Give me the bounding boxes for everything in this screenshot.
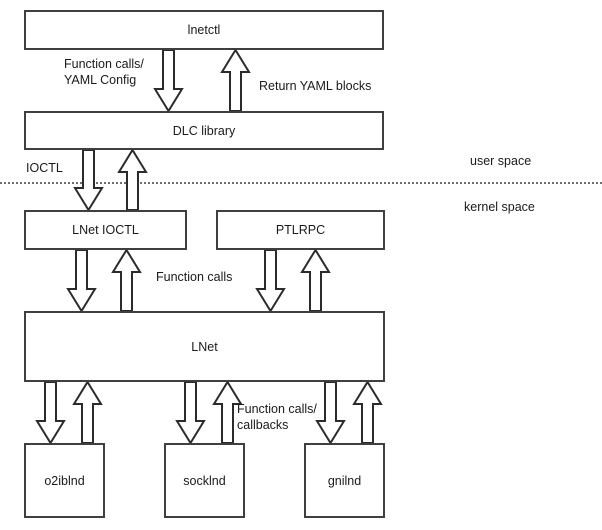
node-label: socklnd — [183, 473, 226, 488]
node-lnet[interactable]: LNet — [24, 311, 385, 382]
arrow-lnetctl-to-dlclibrary — [153, 49, 184, 113]
node-lnetctl[interactable]: lnetctl — [24, 10, 384, 50]
node-label: DLC library — [172, 123, 236, 138]
user-kernel-space-divider — [0, 182, 602, 184]
edge-label-function-calls-callbacks: Function calls/ callbacks — [237, 402, 317, 432]
arrow-dlclibrary-to-lnetctl — [220, 48, 251, 112]
arrow-lnet-to-socklnd — [175, 381, 206, 445]
arrow-socklnd-to-lnet — [212, 380, 243, 444]
edge-label-return-yaml-blocks: Return YAML blocks — [259, 79, 372, 93]
edge-label-ioctl: IOCTL — [26, 161, 63, 175]
arrow-lnet-to-ptlrpc — [300, 248, 331, 312]
node-label: LNet — [191, 339, 218, 354]
node-label: lnetctl — [187, 23, 221, 37]
node-label: o2iblnd — [44, 473, 85, 488]
node-label: PTLRPC — [275, 223, 326, 237]
edge-label-function-calls-yaml-config: Function calls/ YAML Config — [64, 57, 144, 87]
arrow-dlclibrary-to-lnetioctl — [73, 149, 104, 212]
node-ptlrpc[interactable]: PTLRPC — [216, 210, 385, 250]
node-o2iblnd[interactable]: o2iblnd — [24, 443, 105, 518]
arrow-lnet-to-gnilnd — [315, 381, 346, 445]
arrow-lnet-to-lnetioctl — [111, 248, 142, 312]
arrow-ptlrpc-to-lnet — [255, 249, 286, 313]
user-space-label: user space — [470, 154, 532, 168]
node-socklnd[interactable]: socklnd — [164, 443, 245, 518]
node-label: gnilnd — [327, 473, 362, 488]
arrow-lnetioctl-to-lnet — [66, 249, 97, 313]
node-dlc-library[interactable]: DLC library — [24, 111, 384, 150]
node-gnilnd[interactable]: gnilnd — [304, 443, 385, 518]
edge-label-function-calls: Function calls — [156, 270, 233, 284]
arrow-lnet-to-o2iblnd — [35, 381, 66, 445]
node-label: LNet IOCTL — [72, 223, 139, 237]
node-lnet-ioctl[interactable]: LNet IOCTL — [24, 210, 187, 250]
arrow-lnetioctl-to-dlclibrary — [117, 148, 148, 211]
arrow-gnilnd-to-lnet — [352, 380, 383, 444]
arrow-o2iblnd-to-lnet — [72, 380, 103, 444]
kernel-space-label: kernel space — [464, 200, 535, 214]
